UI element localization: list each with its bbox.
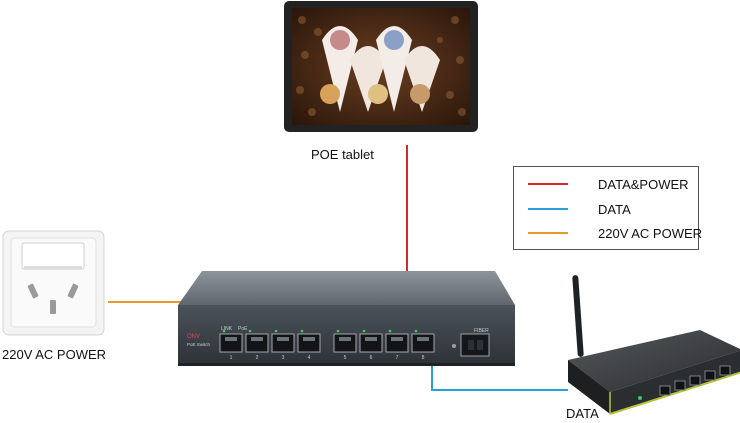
port-number: 6 bbox=[370, 355, 373, 361]
port-contacts bbox=[303, 337, 315, 341]
legend-swatch bbox=[528, 183, 568, 185]
legend-item-ac-power: 220V AC POWER bbox=[528, 224, 702, 242]
router-port bbox=[689, 375, 701, 386]
legend-item-data: DATA bbox=[528, 200, 631, 218]
port-led bbox=[300, 329, 304, 333]
legend-swatch bbox=[528, 232, 568, 234]
router-label: DATA bbox=[566, 406, 599, 421]
legend-label: DATA&POWER bbox=[598, 176, 689, 192]
port-contacts bbox=[339, 337, 351, 341]
outlet-label: 220V AC POWER bbox=[2, 347, 107, 362]
rj45-port bbox=[245, 333, 269, 353]
wall-outlet-image bbox=[2, 230, 105, 336]
router-port bbox=[719, 365, 731, 376]
port-number: 3 bbox=[282, 355, 285, 361]
router-port bbox=[674, 380, 686, 391]
port-contacts bbox=[225, 337, 237, 341]
switch-brand: ONV bbox=[187, 334, 200, 340]
port-led bbox=[388, 329, 392, 333]
router-port bbox=[659, 385, 671, 396]
port-contacts bbox=[391, 337, 403, 341]
port-contacts bbox=[365, 337, 377, 341]
port-led bbox=[222, 329, 226, 333]
rj45-port bbox=[359, 333, 383, 353]
legend: DATA&POWER DATA 220V AC POWER bbox=[513, 166, 702, 250]
antenna-icon bbox=[572, 275, 584, 357]
wireless-router-image bbox=[568, 275, 740, 415]
switch-ports: 1 2 3 4 5 6 7 8 bbox=[219, 329, 435, 361]
port-number: 2 bbox=[256, 355, 259, 361]
rj45-port bbox=[333, 333, 357, 353]
rj45-port bbox=[385, 333, 409, 353]
legend-label: 220V AC POWER bbox=[598, 225, 703, 241]
tablet-image bbox=[284, 1, 478, 132]
fiber-port bbox=[460, 333, 490, 357]
switch-subtitle: PoE Switch bbox=[187, 342, 211, 347]
port-number: 8 bbox=[422, 355, 425, 361]
port-number: 5 bbox=[344, 355, 347, 361]
port-led bbox=[362, 329, 366, 333]
poe-label: PoE bbox=[238, 326, 248, 332]
legend-label: DATA bbox=[598, 201, 631, 217]
poe-switch-image: ONV PoE Switch LINK PoE FIBER 1 2 3 4 5 6 7 8 bbox=[178, 271, 515, 366]
rj45-port bbox=[219, 333, 243, 353]
legend-item-data-power: DATA&POWER bbox=[528, 175, 689, 193]
port-led bbox=[336, 329, 340, 333]
router-led bbox=[638, 396, 642, 400]
rj45-port bbox=[297, 333, 321, 353]
port-contacts bbox=[277, 337, 289, 341]
port-led bbox=[414, 329, 418, 333]
port-number: 4 bbox=[308, 355, 311, 361]
port-number: 1 bbox=[230, 355, 233, 361]
legend-swatch bbox=[528, 208, 568, 210]
port-led bbox=[274, 329, 278, 333]
fiber-label: FIBER bbox=[474, 328, 489, 334]
link-label: LINK bbox=[221, 326, 233, 332]
router-port bbox=[704, 370, 716, 381]
router-ports bbox=[638, 365, 731, 400]
rj45-port bbox=[411, 333, 435, 353]
port-led bbox=[248, 329, 252, 333]
port-number: 7 bbox=[396, 355, 399, 361]
rj45-port bbox=[271, 333, 295, 353]
port-contacts bbox=[251, 337, 263, 341]
tablet-label: POE tablet bbox=[311, 147, 374, 162]
port-contacts bbox=[417, 337, 429, 341]
